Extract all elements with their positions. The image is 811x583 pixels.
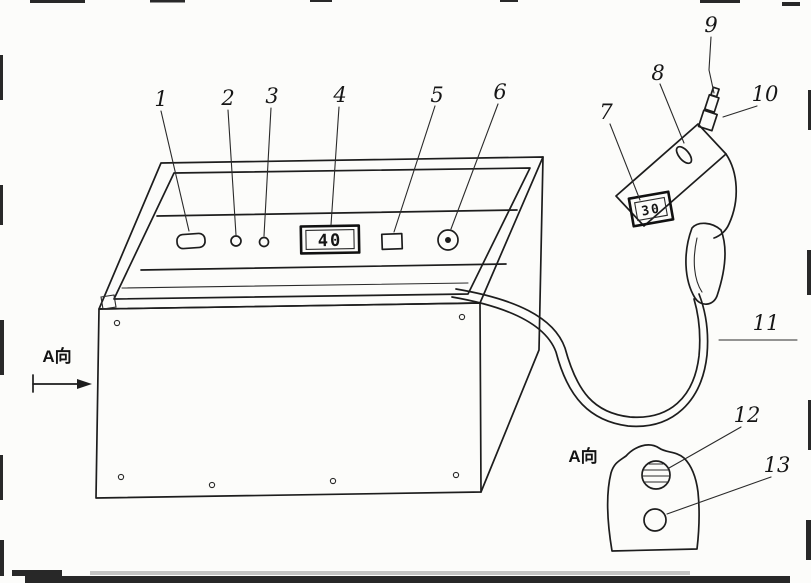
cabinet-front-face bbox=[95, 302, 482, 499]
leader-6 bbox=[450, 103, 499, 230]
scan-mark bbox=[808, 90, 811, 130]
leader-2 bbox=[227, 109, 237, 236]
power-connector bbox=[176, 232, 206, 250]
round-control-outer bbox=[437, 229, 459, 251]
scan-mark bbox=[500, 0, 518, 2]
scan-mark bbox=[30, 0, 85, 3]
leader-4 bbox=[330, 106, 340, 226]
handheld-probe-unit: 30 bbox=[615, 86, 738, 305]
probe-casing-curve bbox=[713, 153, 738, 239]
callout-numbers: 1 2 3 4 5 6 7 8 9 10 11 12 13 bbox=[154, 13, 790, 477]
handheld-display-value: 30 bbox=[640, 201, 662, 219]
scan-bottom-smudge bbox=[90, 571, 690, 575]
callout-12: 12 bbox=[734, 403, 761, 427]
round-control-dot bbox=[445, 237, 451, 243]
callout-7: 7 bbox=[599, 100, 613, 124]
scan-mark bbox=[806, 520, 811, 560]
scan-mark bbox=[782, 2, 800, 6]
callout-2: 2 bbox=[220, 86, 234, 110]
handheld-display-frame bbox=[627, 190, 675, 228]
view-direction-label: A向 bbox=[42, 346, 71, 366]
leader-5 bbox=[393, 105, 436, 233]
leader-1 bbox=[160, 110, 190, 232]
scan-mark bbox=[0, 55, 3, 100]
scan-mark bbox=[310, 0, 332, 2]
leader-9 bbox=[708, 36, 715, 94]
leader-10 bbox=[722, 105, 758, 118]
scan-mark bbox=[0, 540, 4, 576]
view-direction-marker: A向 bbox=[32, 346, 92, 393]
scan-mark bbox=[150, 0, 185, 3]
bolt-dot bbox=[117, 473, 125, 481]
callout-11: 11 bbox=[753, 311, 780, 335]
cable-line-lower bbox=[451, 293, 709, 428]
leader-3 bbox=[263, 107, 272, 237]
callout-9: 9 bbox=[704, 13, 717, 37]
scan-mark bbox=[0, 185, 3, 225]
view-arrow-head bbox=[77, 379, 92, 389]
detail-view-label: A向 bbox=[568, 446, 597, 466]
probe-grip-inner-line bbox=[693, 237, 703, 293]
callout-4: 4 bbox=[332, 83, 346, 107]
handheld-display: 30 bbox=[627, 190, 675, 228]
callout-5: 5 bbox=[430, 83, 443, 107]
bolt-dot bbox=[208, 481, 216, 489]
scan-mark bbox=[12, 570, 62, 576]
probe-oval-button bbox=[675, 145, 693, 165]
panel-display-window bbox=[305, 229, 355, 250]
bolt-dot bbox=[329, 477, 337, 485]
leader-8 bbox=[659, 83, 685, 144]
leader-12 bbox=[668, 426, 742, 469]
leader-lines bbox=[160, 36, 798, 515]
callout-6: 6 bbox=[493, 80, 506, 104]
detail-outline bbox=[606, 444, 700, 552]
scan-mark bbox=[0, 455, 3, 500]
callout-10: 10 bbox=[752, 82, 779, 106]
callout-13: 13 bbox=[764, 453, 791, 477]
bolt-dot bbox=[113, 319, 121, 327]
panel-display-value: 40 bbox=[318, 231, 343, 251]
control-panel: 40 bbox=[140, 209, 518, 271]
probe-body bbox=[615, 123, 727, 227]
probe-tip-segment-1 bbox=[697, 109, 718, 132]
callout-1: 1 bbox=[154, 87, 167, 111]
handheld-display-window bbox=[634, 196, 668, 222]
scan-mark bbox=[0, 320, 4, 375]
callout-8: 8 bbox=[651, 61, 664, 85]
probe-grip bbox=[685, 222, 726, 305]
leader-13 bbox=[666, 476, 772, 515]
detail-hole bbox=[643, 508, 667, 532]
panel-bottom-edge bbox=[140, 263, 507, 271]
cabinet-rim-inner bbox=[113, 167, 531, 300]
rim-front-inner-line bbox=[121, 282, 469, 289]
bolt-dots bbox=[113, 313, 466, 489]
indicator-knob-2 bbox=[230, 235, 242, 247]
bolt-dot bbox=[458, 313, 466, 321]
scan-mark bbox=[808, 400, 811, 450]
leader-7 bbox=[609, 123, 641, 201]
scan-mark bbox=[807, 250, 811, 295]
panel-display-frame bbox=[299, 224, 361, 255]
cable-line-upper bbox=[455, 288, 701, 419]
callout-3: 3 bbox=[265, 84, 278, 108]
connection-cable bbox=[451, 288, 709, 428]
panel-top-edge bbox=[156, 209, 518, 217]
cabinet-right-face bbox=[480, 156, 544, 493]
indicator-knob-3 bbox=[258, 236, 270, 248]
probe-tip-end bbox=[710, 86, 720, 98]
detail-view-a: A向 bbox=[568, 444, 700, 552]
detail-screw-head bbox=[641, 460, 671, 490]
scan-bottom-bar bbox=[25, 576, 790, 583]
rim-corner-notch bbox=[100, 294, 117, 310]
panel-display: 40 bbox=[299, 224, 361, 255]
main-cabinet bbox=[95, 156, 544, 499]
square-button bbox=[380, 232, 404, 251]
bolt-dot bbox=[452, 471, 460, 479]
scan-mark bbox=[700, 0, 740, 3]
